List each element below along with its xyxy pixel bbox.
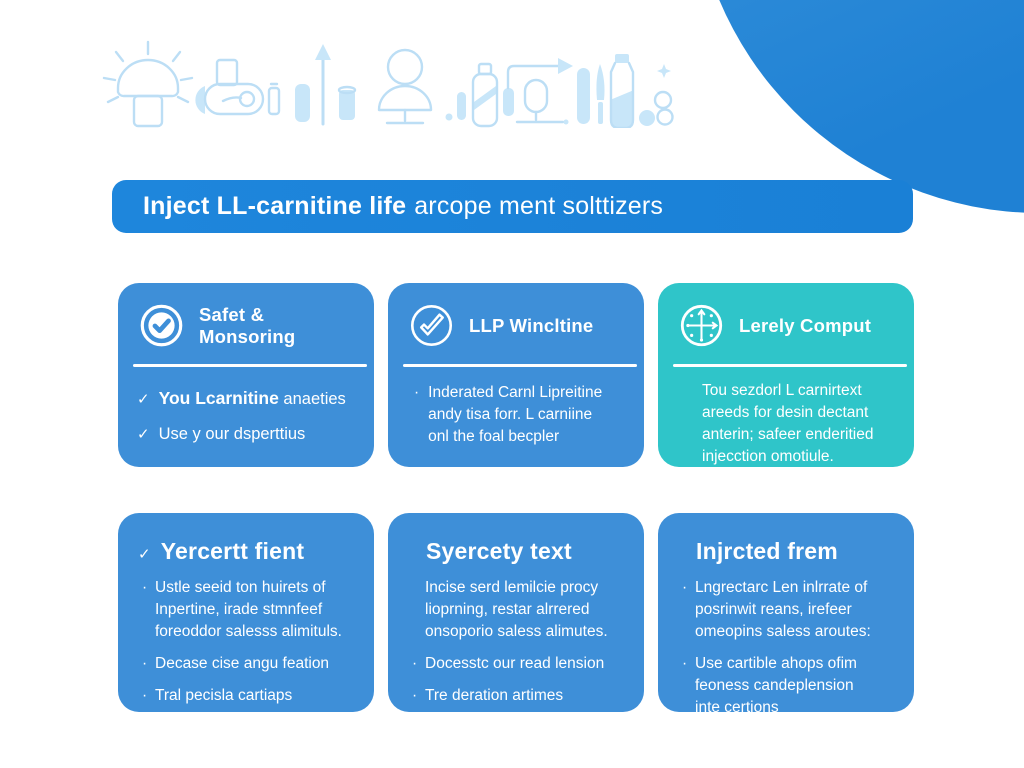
body-text: Inderated Carnl Lipreitine andy tisa for… — [428, 384, 603, 445]
list-item: · Ustle seeid ton huirets of Inpertine, … — [142, 577, 368, 643]
arrow-up-icon — [315, 44, 331, 126]
card-title: Yercertt fient — [160, 538, 305, 564]
bullet-dot: · — [682, 655, 688, 672]
bullet-dot: · — [412, 687, 418, 704]
card-lerely-comput: Lerely Comput Tou sezdorl L carnirtext a… — [658, 283, 914, 467]
decorative-icon-row — [102, 40, 674, 128]
card-title: Injrcted frem — [696, 538, 838, 564]
list-item: ✓ You Lcarnitine anaeties — [137, 388, 346, 408]
list-item: · Docesstc our read lension — [412, 653, 638, 675]
list-item: · Tre deration artimes — [412, 685, 638, 707]
bottle-icon — [471, 62, 499, 128]
card-body: · Inderated Carnl Lipreitine andy tisa f… — [388, 367, 644, 448]
card-header: Safet & Monsoring — [118, 283, 374, 348]
card-title: Syercety text — [426, 538, 572, 564]
list-item: Incise serd lemilcie procy lioprning, re… — [412, 577, 638, 643]
card-title: Lerely Comput — [739, 314, 872, 336]
divider — [673, 364, 907, 367]
list-item: · Tral pecisla cartiaps — [142, 685, 368, 707]
check-icon: ✓ — [137, 426, 150, 443]
check-circle-icon — [410, 304, 453, 347]
card-syercety-text: Syercety text Incise serd lemilcie procy… — [388, 513, 644, 712]
bullet-dot: · — [142, 687, 148, 704]
banner-title-regular: arcope ment solttizers — [414, 192, 664, 220]
sparkle-icon — [657, 64, 671, 78]
vial-icon — [295, 84, 357, 122]
bullet-dot: · — [412, 655, 418, 672]
flow-arrow-icon — [503, 58, 573, 125]
bullet-dot: · — [142, 579, 148, 596]
banner-title-bold: Inject LL-carnitine life — [143, 192, 407, 220]
card-yercertt-fient: ✓ Yercertt fient · Ustle seeid ton huire… — [118, 513, 374, 712]
list-item: · Use cartible ahops ofim feoness candep… — [682, 653, 908, 719]
bullet-dot: · — [682, 579, 688, 596]
bullet-dot — [412, 577, 425, 643]
inhaler-icon — [195, 58, 281, 116]
list-item: · Lngrectarc Len inlrrate of posrinwit r… — [682, 577, 908, 643]
card-injrcted-frem: Injrcted frem · Lngrectarc Len inlrrate … — [658, 513, 914, 716]
card-title: LLP Wincltine — [469, 314, 594, 336]
lamp-icon — [102, 40, 194, 128]
list-item: · Decase cise angu feation — [142, 653, 368, 675]
person-icon — [377, 48, 433, 125]
bullet-dot: · — [414, 384, 420, 401]
divider — [133, 364, 367, 367]
swab-knife-icon — [577, 64, 605, 124]
check-badge-filled-icon — [140, 304, 183, 347]
card-header: Lerely Comput — [658, 283, 914, 348]
water-bottle-icon — [609, 54, 635, 128]
card-header: LLP Wincltine — [388, 283, 644, 348]
compass-icon — [680, 304, 723, 347]
card-title-row: Injrcted frem — [658, 513, 914, 565]
card-title-row: ✓ Yercertt fient — [118, 513, 374, 565]
title-banner: Inject LL-carnitine life arcope ment sol… — [112, 180, 913, 233]
card-body: Tou sezdorl L carnirtext areeds for desi… — [702, 382, 874, 465]
check-icon: ✓ — [137, 391, 150, 408]
list-item: ✓ Use y our dsperttius — [137, 425, 306, 443]
bullet-dot: · — [142, 655, 148, 672]
card-body: ✓ You Lcarnitine anaeties ✓ Use y our ds… — [118, 367, 374, 444]
card-llp-wincltine: LLP Wincltine · Inderated Carnl Lipreiti… — [388, 283, 644, 467]
pill-icon — [445, 92, 466, 121]
check-icon: ✓ — [138, 546, 151, 563]
card-body: · Lngrectarc Len inlrrate of posrinwit r… — [658, 565, 914, 719]
card-title: Safet & Monsoring — [199, 303, 296, 347]
divider — [403, 364, 637, 367]
dots-circles-icon — [639, 64, 674, 126]
card-body: · Ustle seeid ton huirets of Inpertine, … — [118, 565, 374, 707]
card-safety-monitoring: Safet & Monsoring ✓ You Lcarnitine anaet… — [118, 283, 374, 467]
card-body: Incise serd lemilcie procy lioprning, re… — [388, 565, 644, 707]
card-title-row: Syercety text — [388, 513, 644, 565]
